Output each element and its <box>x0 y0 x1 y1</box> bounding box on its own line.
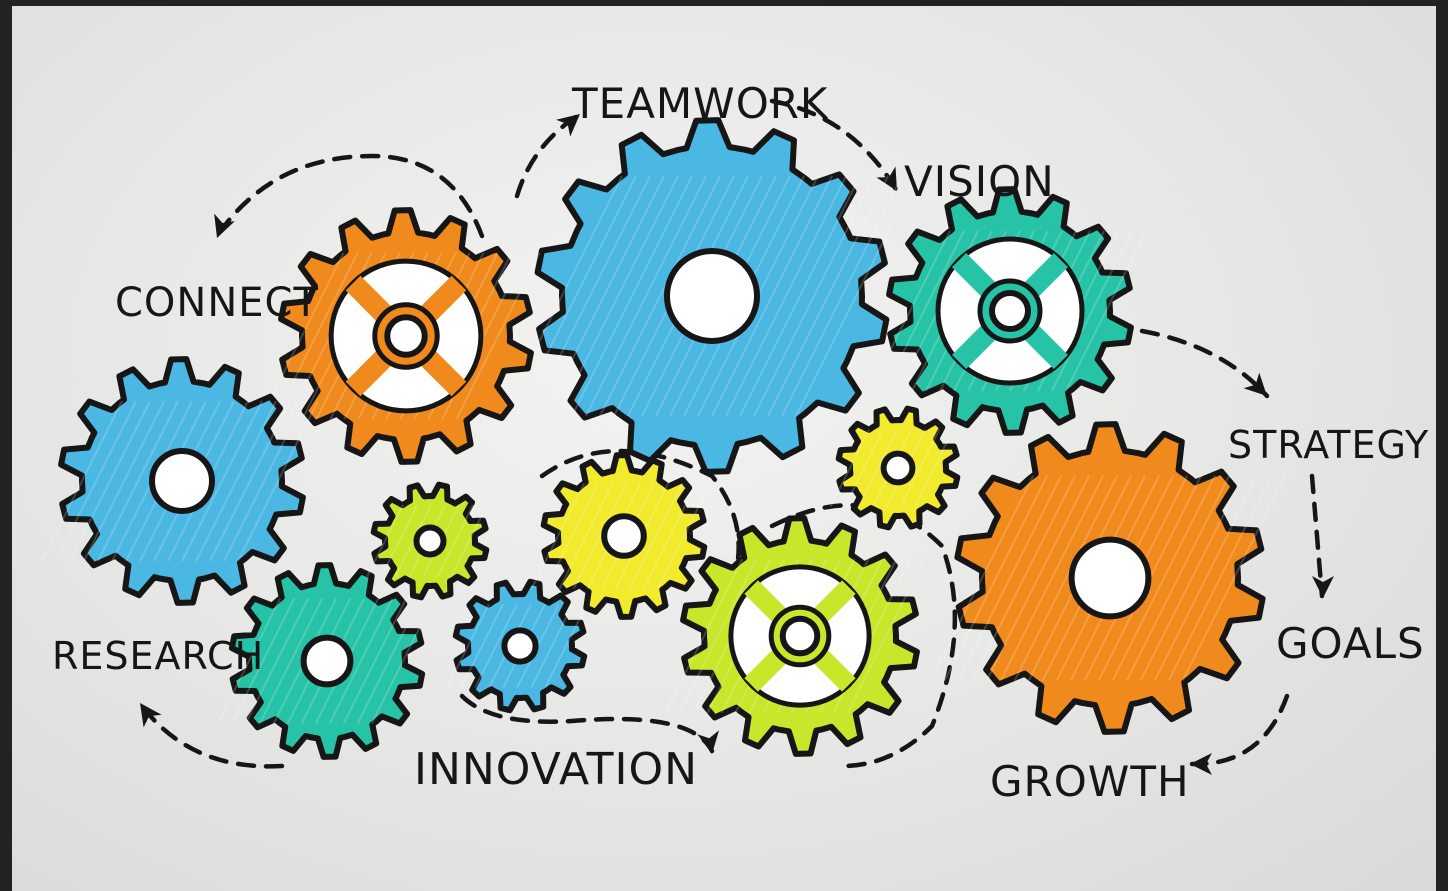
label-teamwork: TEAMWORK <box>571 79 829 128</box>
label-strategy: STRATEGY <box>1228 423 1429 467</box>
small-yellow-gear <box>829 405 961 531</box>
small-blue-gear <box>446 578 588 714</box>
left-blue-gear <box>41 356 319 606</box>
arrow-innovation-loop <box>459 693 715 754</box>
growth-gear <box>929 421 1287 735</box>
arrow-innovation-loop-head <box>697 730 720 754</box>
label-innovation: INNOVATION <box>414 744 698 795</box>
arrow-goals-growth <box>1189 693 1290 767</box>
label-goals: GOALS <box>1276 619 1425 668</box>
arrow-teamwork-in-head <box>556 114 580 137</box>
label-growth: GROWTH <box>990 757 1190 806</box>
arrow-connect-loop <box>214 153 485 239</box>
gear-group <box>41 117 1287 760</box>
arrow-vision-strategy <box>1139 328 1270 399</box>
arrow-goals-growth-head <box>1190 753 1212 775</box>
center-yellow-gear <box>530 452 712 620</box>
arrow-teamwork-vision-head <box>876 166 897 191</box>
teamwork-gear <box>501 117 917 475</box>
research-gear <box>216 562 436 760</box>
label-research: RESEARCH <box>52 634 264 678</box>
innovation-lime-gear <box>664 515 926 757</box>
arrow-research-loop-head <box>140 703 162 728</box>
arrow-connect-loop-head <box>214 213 235 238</box>
small-lime-gear <box>366 481 490 601</box>
vision-gear <box>869 186 1147 436</box>
chalkboard-background: TEAMWORK VISION CONNECT STRATEGY RESEARC… <box>12 6 1436 891</box>
arrow-strategy-goals-head <box>1312 576 1334 598</box>
gears-illustration: TEAMWORK VISION CONNECT STRATEGY RESEARC… <box>41 79 1429 806</box>
arrow-strategy-goals <box>1309 473 1325 599</box>
label-vision: VISION <box>904 157 1055 206</box>
arrow-center-loop <box>539 448 741 589</box>
arrow-teamwork-in <box>514 113 580 199</box>
connect-gear <box>259 207 541 465</box>
arrow-teamwork-vision <box>769 98 900 194</box>
label-connect: CONNECT <box>115 280 319 326</box>
arrow-research-loop <box>139 703 285 769</box>
